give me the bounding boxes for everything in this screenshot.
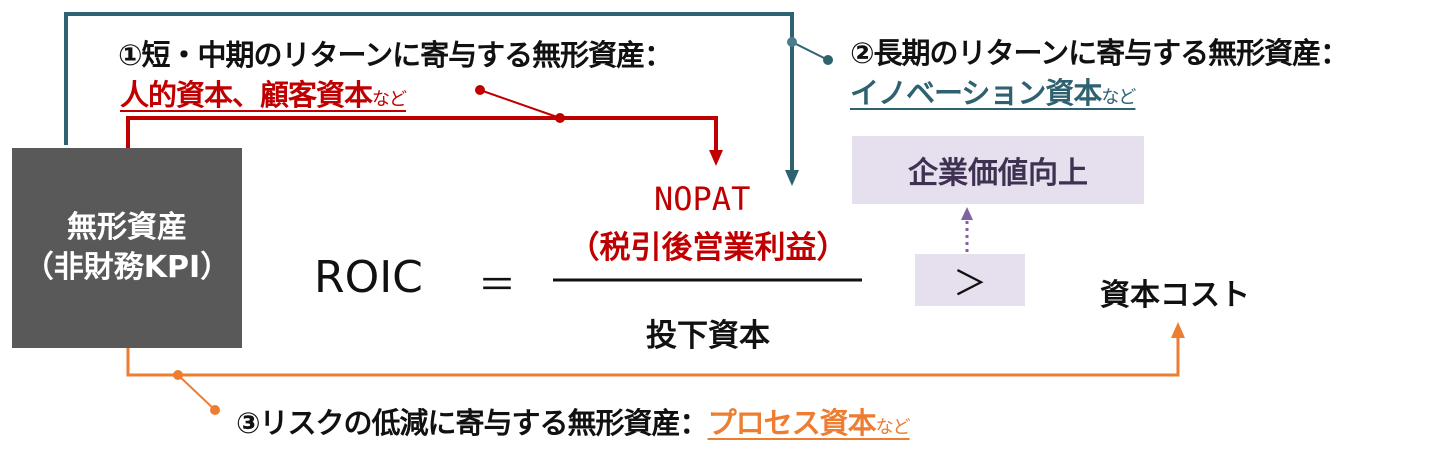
red-arrowhead [709, 150, 723, 166]
nonfinancial-kpi-label: （非財務KPI） [23, 250, 231, 285]
category1-title: ①短・中期のリターンに寄与する無形資産： [118, 38, 673, 72]
enterprise-value-box: 企業価値向上 [852, 136, 1144, 204]
teal-connector [64, 12, 794, 172]
category2-title: ②長期のリターンに寄与する無形資産： [850, 36, 1349, 70]
intangibles-label: 無形資産 [67, 210, 187, 245]
category1-examples: 人的資本、顧客資本など [120, 78, 407, 112]
category3-title: ③リスクの低減に寄与する無形資産：プロセス資本など [236, 406, 911, 440]
equals-sign: ＝ [478, 263, 517, 307]
red-connector [126, 116, 718, 152]
intangibles-box: 無形資産 （非財務KPI） [12, 148, 242, 348]
greater-than-box: ＞ [915, 254, 1025, 306]
nopat-label: NOPAT [654, 180, 751, 218]
roic-label: ROIC [314, 252, 423, 303]
category2-examples: イノベーション資本など [850, 76, 1136, 110]
orange-arrowhead [1171, 322, 1185, 338]
teal-arrowhead [785, 170, 799, 186]
invested-capital-label: 投下資本 [646, 318, 770, 354]
nopat-description: （税引後営業利益） [568, 230, 848, 266]
cost-of-capital-label: 資本コスト [1100, 278, 1250, 313]
orange-connector [126, 336, 1180, 377]
